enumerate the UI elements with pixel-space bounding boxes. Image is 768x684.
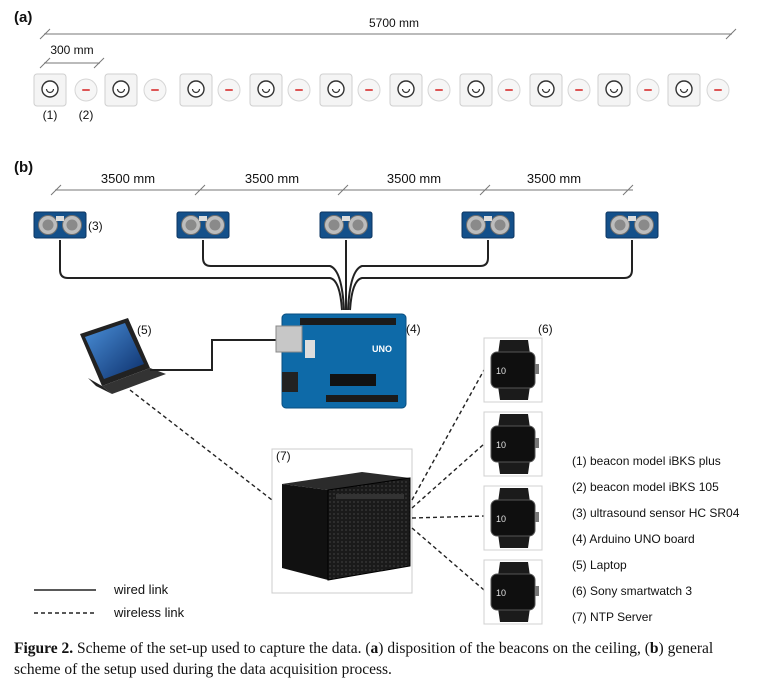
total-distance-label: 5700 mm bbox=[369, 16, 419, 30]
legend-wireless-label: wireless link bbox=[113, 605, 185, 620]
caption-part-3: ) general scheme of the setup used durin… bbox=[14, 640, 714, 678]
wireless-links bbox=[129, 369, 485, 591]
beacon-ibks-105-icon bbox=[287, 78, 311, 102]
arduino-board-text: UNO bbox=[372, 344, 392, 354]
key-item-1: (1) beacon model iBKS plus bbox=[572, 454, 721, 468]
key-item-6: (6) Sony smartwatch 3 bbox=[572, 584, 692, 598]
beacon-ibks-105-icon bbox=[636, 78, 660, 102]
ultrasound-sensor-row bbox=[33, 211, 659, 239]
spacing-dimension-line bbox=[39, 57, 105, 69]
beacon-ibks-105-icon bbox=[497, 78, 521, 102]
distance-label-2: 3500 mm bbox=[245, 171, 299, 186]
beacon-ibks-plus-icon bbox=[529, 73, 563, 107]
beacon-ibks-105-icon bbox=[427, 78, 451, 102]
beacon-ibks-105-icon bbox=[706, 78, 730, 102]
total-distance-dimension-line bbox=[39, 28, 737, 40]
arduino-board-icon: UNO bbox=[275, 313, 407, 409]
ntp-server-icon bbox=[271, 448, 413, 594]
beacon-ibks-plus-icon bbox=[33, 73, 67, 107]
caption-part-2: ) disposition of the beacons on the ceil… bbox=[378, 640, 650, 657]
smartwatch-icon: 10 bbox=[483, 337, 543, 403]
beacon-ibks-plus-icon bbox=[597, 73, 631, 107]
caption-prefix: Figure 2. bbox=[14, 640, 74, 657]
smartwatch-icon: 10 bbox=[483, 485, 543, 551]
beacon-2-tag: (2) bbox=[79, 108, 94, 122]
beacon-ibks-105-icon bbox=[357, 78, 381, 102]
key-item-5: (5) Laptop bbox=[572, 558, 627, 572]
ultrasound-tag: (3) bbox=[88, 219, 103, 233]
sensor-wires bbox=[59, 240, 633, 311]
beacon-ibks-plus-icon bbox=[249, 73, 283, 107]
beacon-ibks-plus-icon bbox=[389, 73, 423, 107]
spacing-label: 300 mm bbox=[50, 43, 93, 57]
distance-label-1: 3500 mm bbox=[101, 171, 155, 186]
legend-wired-label: wired link bbox=[113, 582, 169, 597]
key-item-7: (7) NTP Server bbox=[572, 610, 652, 624]
caption-panel-b: b bbox=[649, 640, 659, 657]
beacon-ibks-plus-icon bbox=[459, 73, 493, 107]
caption-panel-a: a bbox=[370, 640, 379, 657]
beacon-ibks-105-icon bbox=[217, 78, 241, 102]
ultrasound-sensor-icon bbox=[33, 211, 87, 239]
panel-b-label: (b) bbox=[14, 159, 33, 176]
beacon-row bbox=[33, 73, 730, 107]
smartwatch-display: 10 bbox=[496, 440, 506, 450]
laptop-wired-link bbox=[150, 339, 285, 371]
sensor-dimension-line bbox=[50, 184, 634, 196]
arduino-tag: (4) bbox=[406, 322, 421, 336]
smartwatch-display: 10 bbox=[496, 514, 506, 524]
key-item-3: (3) ultrasound sensor HC SR04 bbox=[572, 506, 740, 520]
distance-label-4: 3500 mm bbox=[527, 171, 581, 186]
beacon-ibks-plus-icon bbox=[104, 73, 138, 107]
component-key-list: (1) beacon model iBKS plus (2) beacon mo… bbox=[572, 454, 740, 624]
key-item-4: (4) Arduino UNO board bbox=[572, 532, 695, 546]
beacon-ibks-105-icon bbox=[567, 78, 591, 102]
smartwatch-column: 10 10 10 10 bbox=[483, 337, 543, 625]
figure-caption: Figure 2. Scheme of the set-up used to c… bbox=[14, 638, 754, 680]
key-item-2: (2) beacon model iBKS 105 bbox=[572, 480, 719, 494]
ultrasound-sensor-icon bbox=[605, 211, 659, 239]
beacon-ibks-plus-icon bbox=[179, 73, 213, 107]
smartwatch-display: 10 bbox=[496, 366, 506, 376]
smartwatch-display: 10 bbox=[496, 588, 506, 598]
ultrasound-sensor-icon bbox=[319, 211, 373, 239]
beacon-ibks-plus-icon bbox=[319, 73, 353, 107]
server-tag: (7) bbox=[276, 449, 291, 463]
beacon-ibks-105-icon bbox=[143, 78, 167, 102]
beacon-ibks-105-icon bbox=[74, 78, 98, 102]
beacon-ibks-plus-icon bbox=[667, 73, 701, 107]
caption-part-1: Scheme of the set-up used to capture the… bbox=[73, 640, 371, 657]
smartwatch-icon: 10 bbox=[483, 411, 543, 477]
distance-label-3: 3500 mm bbox=[387, 171, 441, 186]
panel-a-label: (a) bbox=[14, 9, 32, 26]
ultrasound-sensor-icon bbox=[461, 211, 515, 239]
laptop-icon bbox=[80, 318, 166, 394]
smartwatch-icon: 10 bbox=[483, 559, 543, 625]
ultrasound-sensor-icon bbox=[176, 211, 230, 239]
smartwatch-tag: (6) bbox=[538, 322, 553, 336]
laptop-tag: (5) bbox=[137, 323, 152, 337]
beacon-1-tag: (1) bbox=[43, 108, 58, 122]
